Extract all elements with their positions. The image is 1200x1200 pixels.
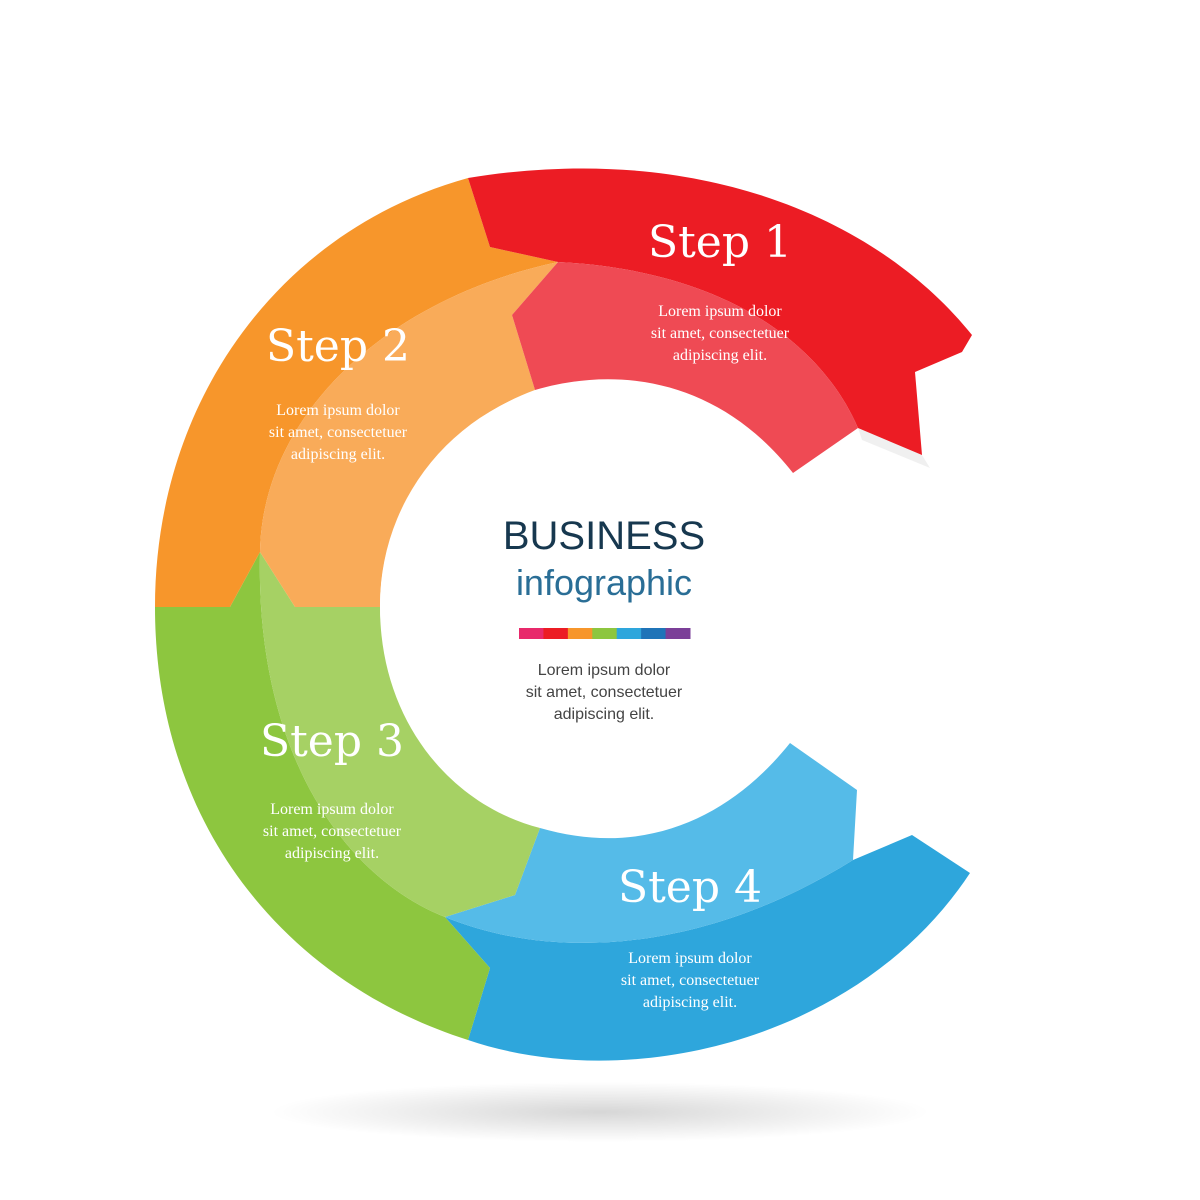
step-4-desc-line-1: Lorem ipsum dolor [628, 950, 752, 967]
step-2-title: Step 2 [266, 321, 410, 372]
step-2-desc-line-3: adipiscing elit. [291, 446, 385, 463]
step-3-label: Step 3 Lorem ipsum dolor sit amet, conse… [260, 716, 404, 862]
center-title: BUSINESS [503, 514, 705, 558]
step-2-label: Step 2 Lorem ipsum dolor sit amet, conse… [266, 321, 410, 463]
center-desc-line-2: sit amet, consectetuer [526, 684, 683, 701]
step-3-desc-line-1: Lorem ipsum dolor [270, 801, 394, 818]
step-3-title: Step 3 [260, 716, 404, 767]
color-bar-segment [641, 628, 667, 639]
step-1-outer-band [468, 168, 972, 455]
step-1-desc-line-2: sit amet, consectetuer [651, 325, 790, 342]
step-1-desc-line-3: adipiscing elit. [673, 347, 767, 364]
color-bar [519, 628, 691, 639]
center-desc-line-3: adipiscing elit. [554, 706, 655, 723]
step-4-desc-line-2: sit amet, consectetuer [621, 972, 760, 989]
color-bar-segment [592, 628, 618, 639]
step-2-desc-line-2: sit amet, consectetuer [269, 424, 408, 441]
center-block: BUSINESS infographic Lorem ipsum dolor s… [503, 514, 705, 723]
step-3-outer-band [155, 552, 490, 1040]
step-2-inner-band [260, 262, 558, 607]
step-2-segment [155, 178, 558, 607]
center-desc-line-1: Lorem ipsum dolor [538, 662, 671, 679]
color-bar-segment [519, 628, 544, 639]
step-1-fold-shadow [858, 428, 930, 468]
step-2-outer-band [155, 178, 558, 607]
step-4-label: Step 4 Lorem ipsum dolor sit amet, conse… [618, 862, 762, 1011]
step-4-outer-band [445, 835, 970, 1061]
step-1-inner-band [512, 262, 858, 473]
step-3-desc-line-2: sit amet, consectetuer [263, 823, 402, 840]
step-1-desc-line-1: Lorem ipsum dolor [658, 303, 782, 320]
center-disk [380, 380, 830, 830]
floor-shadow [270, 1082, 930, 1142]
step-3-segment [155, 552, 540, 1040]
color-bar-segment [567, 628, 593, 639]
step-4-segment [445, 743, 970, 1061]
step-1-segment [468, 168, 972, 473]
step-3-desc-line-3: adipiscing elit. [285, 845, 379, 862]
color-bar-segment [616, 628, 642, 639]
step-1-label: Step 1 Lorem ipsum dolor sit amet, conse… [648, 217, 792, 364]
step-4-inner-band [445, 743, 857, 943]
step-4-desc-line-3: adipiscing elit. [643, 994, 737, 1011]
step-4-title: Step 4 [618, 862, 762, 913]
color-bar-segment [665, 628, 691, 639]
step-2-desc-line-1: Lorem ipsum dolor [276, 402, 400, 419]
color-bar-segment [543, 628, 569, 639]
step-1-title: Step 1 [648, 217, 792, 268]
step-3-inner-band [259, 552, 540, 917]
center-subtitle: infographic [516, 562, 692, 603]
